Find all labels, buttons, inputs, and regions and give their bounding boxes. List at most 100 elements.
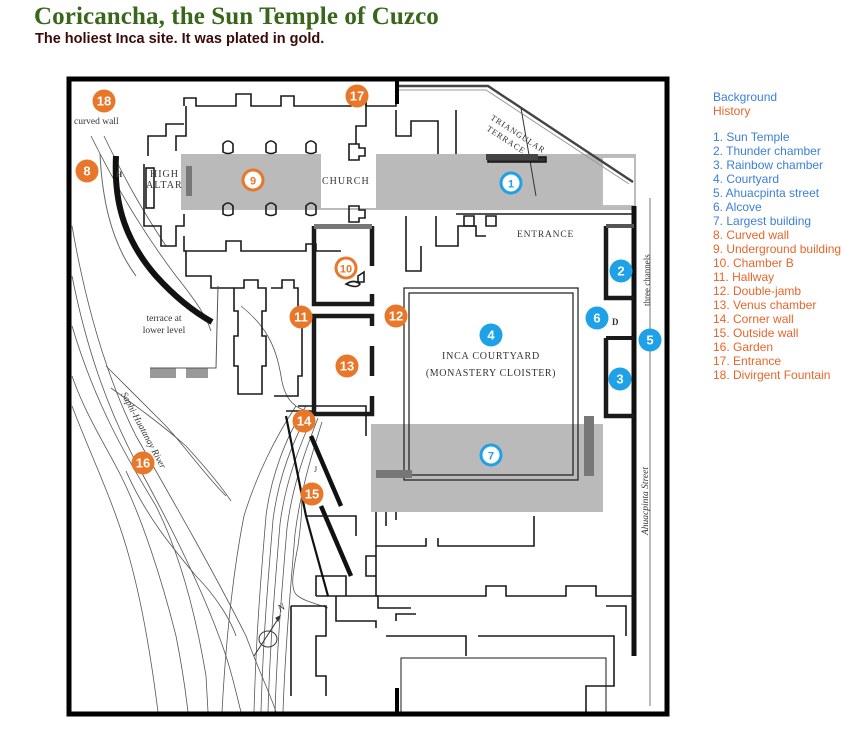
marker-circle[interactable] [345,84,369,108]
marker-circle[interactable] [384,304,408,328]
marker-circle[interactable] [479,443,503,467]
highlight-zones [181,154,636,512]
map-frame [66,76,670,717]
marker-number: 17 [350,89,364,104]
marker-circle[interactable] [638,328,662,352]
marker-circle[interactable] [292,409,316,433]
marker-circle[interactable] [131,451,155,475]
marker-number: 14 [297,414,312,429]
map-marker-6[interactable]: 6 [585,306,609,330]
courtyard-label: INCA COURTYARD [442,351,540,362]
marker-number: 12 [389,309,403,324]
marker-number: 9 [250,176,256,188]
marker-circle[interactable] [479,323,503,347]
legend-item-chamber-b[interactable]: 10. Chamber B [713,256,794,270]
entrance-label: ENTRANCE [517,230,574,240]
marker-circle[interactable] [92,89,116,113]
legend: Background History 1. Sun Temple 2. Thun… [713,90,841,382]
church-label-gap [321,156,376,208]
legend-nav: Background History [713,90,841,118]
legend-items: 1. Sun Temple 2. Thunder chamber 3. Rain… [713,130,841,382]
street-label: Ahuacpinta Street [641,467,651,536]
map-marker-12[interactable]: 12 [384,304,408,328]
map-marker-9[interactable]: 9 [241,168,265,192]
marker-circle[interactable] [335,354,359,378]
marker-number: 16 [136,456,150,471]
map-marker-4[interactable]: 4 [479,323,503,347]
history-link[interactable]: History [713,104,751,118]
marker-circle[interactable] [300,482,324,506]
marker-circle[interactable] [585,306,609,330]
marker-number: 13 [340,359,354,374]
legend-item-courtyard[interactable]: 4. Courtyard [713,172,780,186]
legend-item-largest-building[interactable]: 7. Largest building [713,214,812,228]
legend-item-rainbow-chamber[interactable]: 3. Rainbow chamber [713,158,824,172]
sun-temple-band [181,154,636,210]
map-marker-1[interactable]: 1 [499,171,523,195]
marker-number: 11 [294,310,308,325]
marker-number: 6 [593,311,600,326]
marker-number: 10 [340,264,352,276]
legend-item-underground-building[interactable]: 9. Underground building [713,242,842,256]
terrace-corner-box [601,156,636,207]
legend-item-outside-wall[interactable]: 15. Outside wall [713,326,799,340]
altar-label: ALTAR [146,180,183,191]
marker-number: 4 [487,328,495,343]
marker-circle[interactable] [334,256,358,280]
marker-circle[interactable] [608,367,632,391]
legend-item-venus-chamber[interactable]: 13. Venus chamber [713,298,817,312]
marker-circle[interactable] [241,168,265,192]
legend-item-garden[interactable]: 16. Garden [713,340,774,354]
background-link[interactable]: Background [713,90,778,104]
cloister-label: (MONASTERY CLOISTER) [426,368,556,379]
legend-item-alcove[interactable]: 6. Alcove [713,200,762,214]
map-marker-8[interactable]: 8 [75,159,99,183]
river-contours [71,135,329,713]
curved-wall-label: curved wall [74,117,119,127]
map-marker-17[interactable]: 17 [345,84,369,108]
legend-item-thunder-chamber[interactable]: 2. Thunder chamber [713,144,821,158]
marker-circle[interactable] [75,159,99,183]
marker-circle[interactable] [289,305,313,329]
map-marker-11[interactable]: 11 [289,305,313,329]
marker-number: 5 [646,333,653,348]
h-label: H [116,170,123,179]
legend-item-double-jamb[interactable]: 12. Double-jamb [713,284,802,298]
legend-item-divirgent-fountain[interactable]: 18. Divirgent Fountain [713,368,831,382]
map-marker-10[interactable]: 10 [334,256,358,280]
legend-item-curved-wall[interactable]: 8. Curved wall [713,228,790,242]
legend-item-corner-wall[interactable]: 14. Corner wall [713,312,794,326]
map-marker-2[interactable]: 2 [609,259,633,283]
marker-number: 1 [508,179,514,191]
floor-plan-svg: N curved wall HIGH ALTAR H CHURCH TRIANG… [66,76,670,717]
hatched-walls [186,154,594,478]
marker-number: 7 [488,451,494,463]
marker-circle[interactable] [609,259,633,283]
map-marker-13[interactable]: 13 [335,354,359,378]
j-label: J [314,465,317,474]
three-channels-label: three channels [642,254,652,306]
marker-number: 15 [305,487,319,502]
curved-wall [112,155,214,325]
legend-item-hallway[interactable]: 11. Hallway [713,270,775,284]
map-marker-3[interactable]: 3 [608,367,632,391]
legend-item-entrance[interactable]: 17. Entrance [713,354,782,368]
map-marker-15[interactable]: 15 [300,482,324,506]
legend-item-sun-temple[interactable]: 1. Sun Temple [713,130,790,144]
church-label: CHURCH [322,176,370,187]
largest-building-band [371,424,603,512]
legend-item-ahuacpinta-street[interactable]: 5. Ahuacpinta street [713,186,820,200]
map-marker-18[interactable]: 18 [92,89,116,113]
marker-circle[interactable] [499,171,523,195]
terrace-lower-label-1: terrace at [146,314,181,324]
high-label: HIGH [150,169,179,180]
map-marker-7[interactable]: 7 [479,443,503,467]
map-marker-14[interactable]: 14 [292,409,316,433]
marker-number: 2 [617,264,624,279]
map-marker-5[interactable]: 5 [638,328,662,352]
map-marker-16[interactable]: 16 [131,451,155,475]
floor-plan-map: N curved wall HIGH ALTAR H CHURCH TRIANG… [66,76,670,718]
marker-number: 18 [97,94,111,109]
terrace-lower-label-2: lower level [143,326,186,336]
